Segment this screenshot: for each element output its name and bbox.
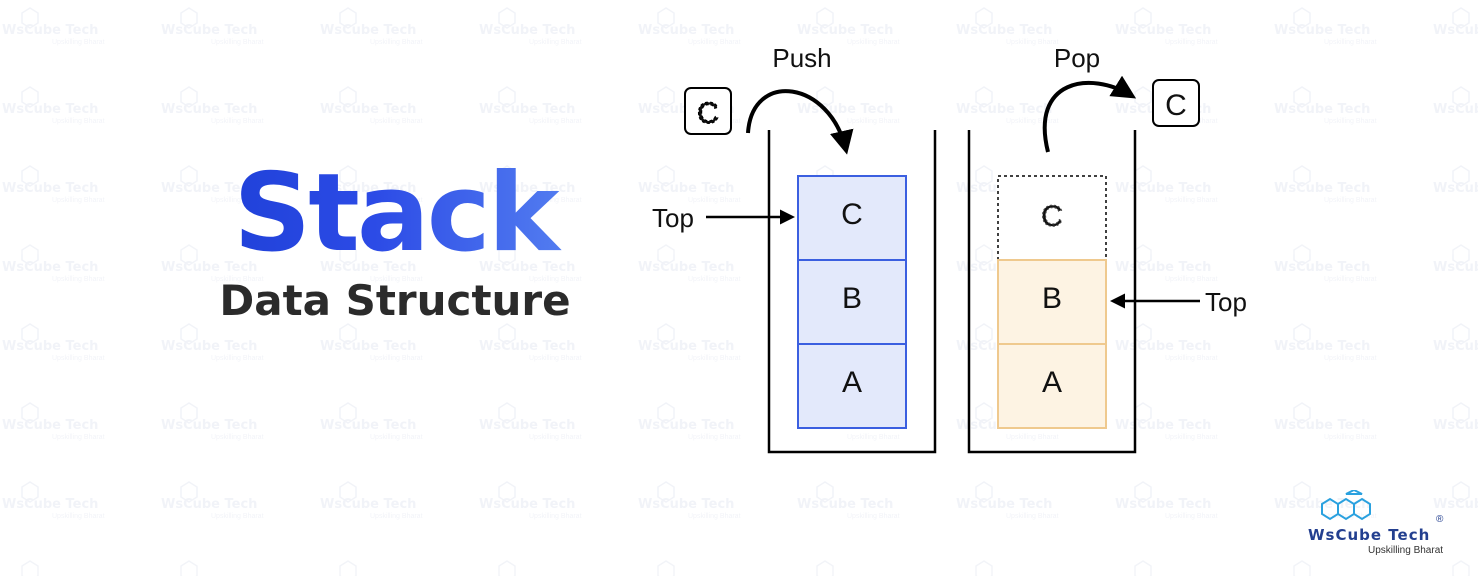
push-cell-b-label: B — [842, 282, 862, 315]
page-title: Stack — [190, 160, 600, 268]
logo-brand-text: WsCube Tech — [1308, 526, 1431, 544]
wscube-logo: WsCube Tech ® Upskilling Bharat — [1300, 490, 1450, 560]
push-label: Push — [772, 43, 831, 73]
push-cell-c: C — [797, 175, 907, 261]
logo-tagline: Upskilling Bharat — [1368, 545, 1444, 556]
pop-cell-a-label: A — [1042, 366, 1062, 399]
push-cell-b: B — [797, 259, 907, 345]
logo-registered-mark: ® — [1436, 514, 1444, 525]
push-cell-a: A — [797, 343, 907, 429]
page-subtitle: Data Structure — [219, 276, 571, 325]
pop-top-label: Top — [1205, 287, 1247, 317]
pop-curved-arrow — [1042, 75, 1137, 153]
push-curved-arrow — [746, 89, 854, 155]
pop-cell-a: A — [997, 343, 1107, 429]
pop-cell-b-label: B — [1042, 282, 1062, 315]
hexagon-logo-icon — [1321, 490, 1371, 521]
pop-cell-b: B — [997, 259, 1107, 345]
pop-outgoing-element: C — [1152, 79, 1200, 127]
pop-label: Pop — [1054, 43, 1100, 73]
push-cell-a-label: A — [842, 366, 862, 399]
title-block: Stack Data Structure — [190, 160, 600, 326]
pop-removed-letter: C — [1041, 200, 1063, 233]
pop-removed-slot: C — [997, 175, 1107, 261]
push-incoming-element: C — [684, 87, 732, 135]
push-top-label: Top — [652, 203, 694, 233]
push-cell-c-label: C — [841, 198, 863, 231]
push-stack-container — [767, 130, 937, 454]
push-incoming-letter: C — [697, 97, 719, 130]
pop-stack-container — [967, 130, 1137, 454]
pop-outgoing-letter: C — [1165, 89, 1187, 122]
